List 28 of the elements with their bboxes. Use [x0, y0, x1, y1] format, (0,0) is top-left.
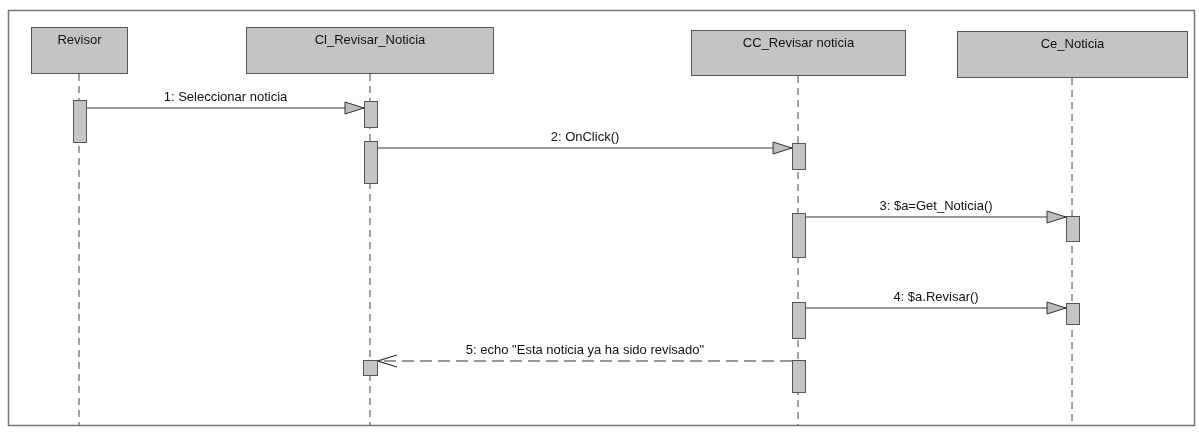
participant-box: [246, 27, 494, 74]
message-label: 4: $a.Revisar(): [891, 289, 981, 304]
participant-box: [957, 31, 1188, 78]
message-label: 3: $a=Get_Noticia(): [877, 198, 995, 213]
message-arrow: [377, 141, 793, 155]
message-arrow: [805, 210, 1067, 224]
message-label: 1: Seleccionar noticia: [161, 89, 290, 104]
activation-bar: [363, 360, 378, 376]
activation-bar: [792, 302, 806, 339]
message-label: 2: OnClick(): [548, 129, 622, 144]
message-label: 5: echo "Esta noticia ya ha sido revisado": [463, 342, 707, 357]
activation-bar: [792, 213, 806, 258]
activation-bar: [73, 100, 87, 143]
message-arrow: [86, 101, 365, 115]
activation-bar: [364, 141, 378, 184]
activation-bar: [792, 143, 806, 170]
message-arrow: [805, 301, 1067, 315]
dashed-return-arrow: [377, 354, 793, 368]
participant-name: Cl_Revisar_Noticia: [314, 32, 426, 47]
participant-box: [691, 30, 906, 76]
participant-name: Ce_Noticia: [1040, 36, 1105, 51]
activation-bar: [1066, 303, 1080, 325]
activation-bar: [364, 101, 378, 128]
participant-name: Revisor: [57, 32, 102, 47]
activation-bar: [1066, 216, 1080, 242]
participant-name: CC_Revisar noticia: [742, 35, 855, 50]
participant-box: [31, 27, 128, 74]
activation-bar: [792, 360, 806, 393]
